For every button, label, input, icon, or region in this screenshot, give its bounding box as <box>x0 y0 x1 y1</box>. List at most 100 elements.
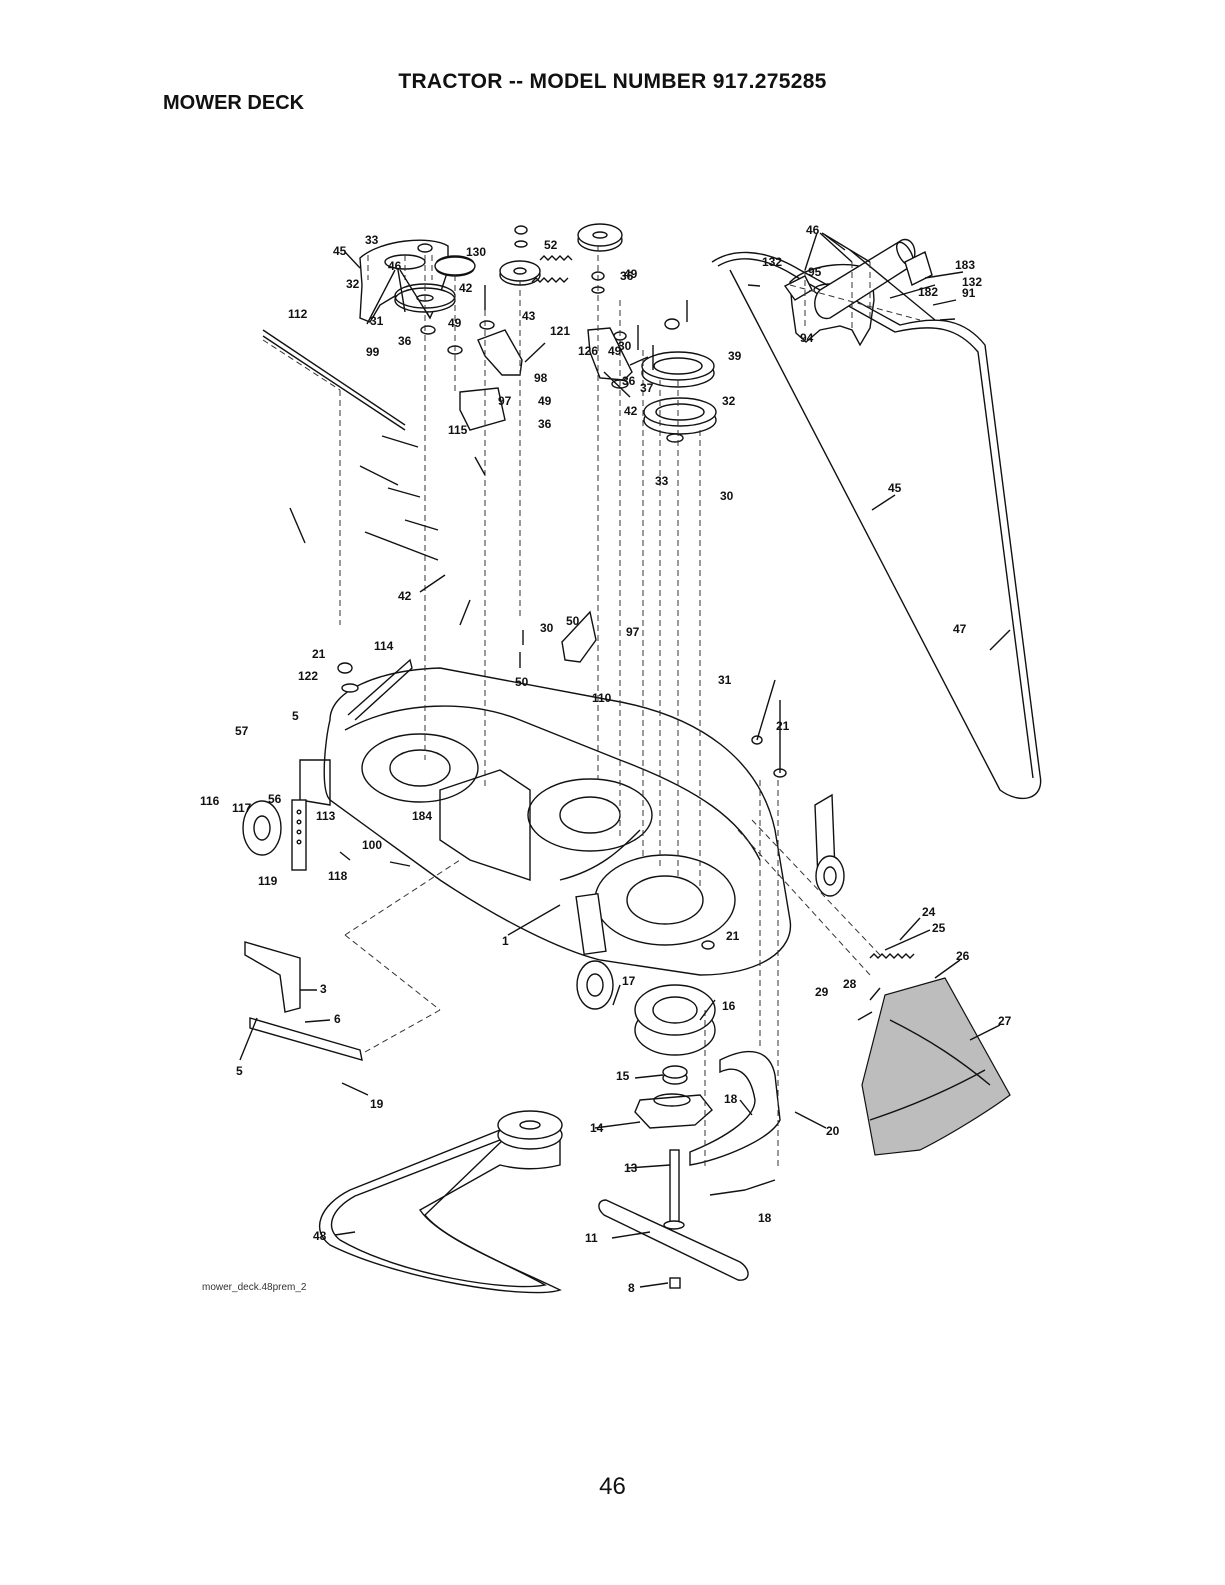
shaft-182 <box>849 249 936 321</box>
callout-43: 43 <box>522 309 536 323</box>
callout-98: 98 <box>534 371 548 385</box>
callout-110: 110 <box>592 691 612 705</box>
idler-pulley-52 <box>499 260 541 286</box>
callout-6: 6 <box>334 1012 341 1026</box>
callout-15: 15 <box>616 1069 630 1083</box>
callout-labels: 46 45 33 32 31 112 99 36 49 42 130 52 43… <box>200 223 1012 1295</box>
callout-122: 122 <box>298 669 318 683</box>
callout-5-a: 5 <box>292 709 299 723</box>
callout-114: 114 <box>374 639 394 653</box>
callout-45-left: 45 <box>333 244 347 258</box>
bearing-15 <box>662 1065 688 1085</box>
callout-37: 37 <box>640 381 654 395</box>
callout-39: 39 <box>728 349 742 363</box>
spindle-housing-16 <box>634 984 716 1056</box>
callout-94: 94 <box>800 331 814 345</box>
mower-deck-housing <box>299 667 836 976</box>
spindle-shaft-13 <box>663 1149 685 1230</box>
spindle-pulley-assembly-belt <box>497 1110 563 1150</box>
drive-belt-47 <box>711 251 1042 800</box>
callout-25: 25 <box>932 921 946 935</box>
callout-28: 28 <box>843 977 857 991</box>
callout-99: 99 <box>366 345 380 359</box>
callout-42-c: 42 <box>624 404 638 418</box>
callout-18-a: 18 <box>724 1092 738 1106</box>
callout-30-c: 30 <box>720 489 734 503</box>
hardware-bolts <box>339 284 956 867</box>
callout-32-right: 32 <box>722 394 736 408</box>
bracket-115 <box>459 387 506 431</box>
callout-45-right: 45 <box>888 481 902 495</box>
callout-91: 91 <box>962 286 976 300</box>
callout-19: 19 <box>370 1097 384 1111</box>
callout-50-b: 50 <box>566 614 580 628</box>
callout-126: 126 <box>578 344 598 358</box>
callout-42-b: 42 <box>398 589 412 603</box>
callout-115: 115 <box>448 423 468 437</box>
callout-95: 95 <box>808 265 822 279</box>
callout-49-d: 49 <box>624 267 638 281</box>
section-title: MOWER DECK <box>163 92 305 114</box>
pulley-99-main <box>434 256 476 276</box>
spring-98 <box>531 277 569 283</box>
callout-97-b: 97 <box>626 625 640 639</box>
callout-100: 100 <box>362 838 382 852</box>
callout-49-b: 49 <box>608 344 622 358</box>
callout-3: 3 <box>320 982 327 996</box>
lever-114 <box>347 658 413 721</box>
baffle-20 <box>689 1050 781 1166</box>
callout-33-right: 33 <box>655 474 669 488</box>
callout-112: 112 <box>288 307 308 321</box>
discharge-chute-27 <box>861 977 1011 1156</box>
callout-132-a: 132 <box>762 255 782 269</box>
page-title: TRACTOR -- MODEL NUMBER 917.275285 <box>398 70 827 93</box>
callout-26: 26 <box>956 949 970 963</box>
callout-31-left: 31 <box>370 314 384 328</box>
callout-30-b: 30 <box>618 339 632 353</box>
page-number: 46 <box>599 1473 626 1500</box>
callout-21-c: 21 <box>726 929 740 943</box>
spring-121 <box>539 255 573 261</box>
diagram-filename: mower_deck.48prem_2 <box>202 1282 307 1293</box>
spindle-base-14 <box>634 1093 713 1129</box>
nut-8 <box>669 1277 681 1289</box>
callout-57: 57 <box>235 724 249 738</box>
callout-46-left: 46 <box>388 259 402 273</box>
bracket-3 <box>244 941 301 1013</box>
spring-25 <box>869 953 915 959</box>
callout-17: 17 <box>622 974 636 988</box>
idler-arm-126 <box>587 327 633 381</box>
callout-24: 24 <box>922 905 936 919</box>
callout-29: 29 <box>815 985 829 999</box>
pulley-32-right <box>643 397 717 435</box>
callout-32-left: 32 <box>346 277 360 291</box>
callout-49-a: 49 <box>448 316 462 330</box>
rear-wheel-right <box>815 855 845 897</box>
leader-lines-right <box>804 232 964 511</box>
front-wheel-119 <box>242 800 282 856</box>
callout-1: 1 <box>502 934 509 948</box>
callout-132-b: 132 <box>962 275 982 289</box>
callout-113: 113 <box>316 809 336 823</box>
blade-11 <box>598 1199 749 1281</box>
callout-36-b: 36 <box>538 417 552 431</box>
callout-118: 118 <box>328 869 348 883</box>
rod-112 <box>262 329 406 431</box>
bracket-91 <box>904 251 933 286</box>
front-wheel-deck <box>576 960 614 1010</box>
callout-116: 116 <box>200 794 220 808</box>
callout-47: 47 <box>953 622 967 636</box>
callout-30-a: 30 <box>540 621 554 635</box>
callout-16: 16 <box>722 999 736 1013</box>
callout-27: 27 <box>998 1014 1012 1028</box>
callout-33-left: 33 <box>365 233 379 247</box>
callout-11: 11 <box>585 1231 598 1245</box>
callout-119: 119 <box>258 874 278 888</box>
callout-21-a: 21 <box>312 647 326 661</box>
callout-42-a: 42 <box>459 281 473 295</box>
callout-21-b: 21 <box>776 719 790 733</box>
callout-117: 117 <box>232 801 252 815</box>
callout-36-left: 36 <box>398 334 412 348</box>
callout-8: 8 <box>628 1281 635 1295</box>
